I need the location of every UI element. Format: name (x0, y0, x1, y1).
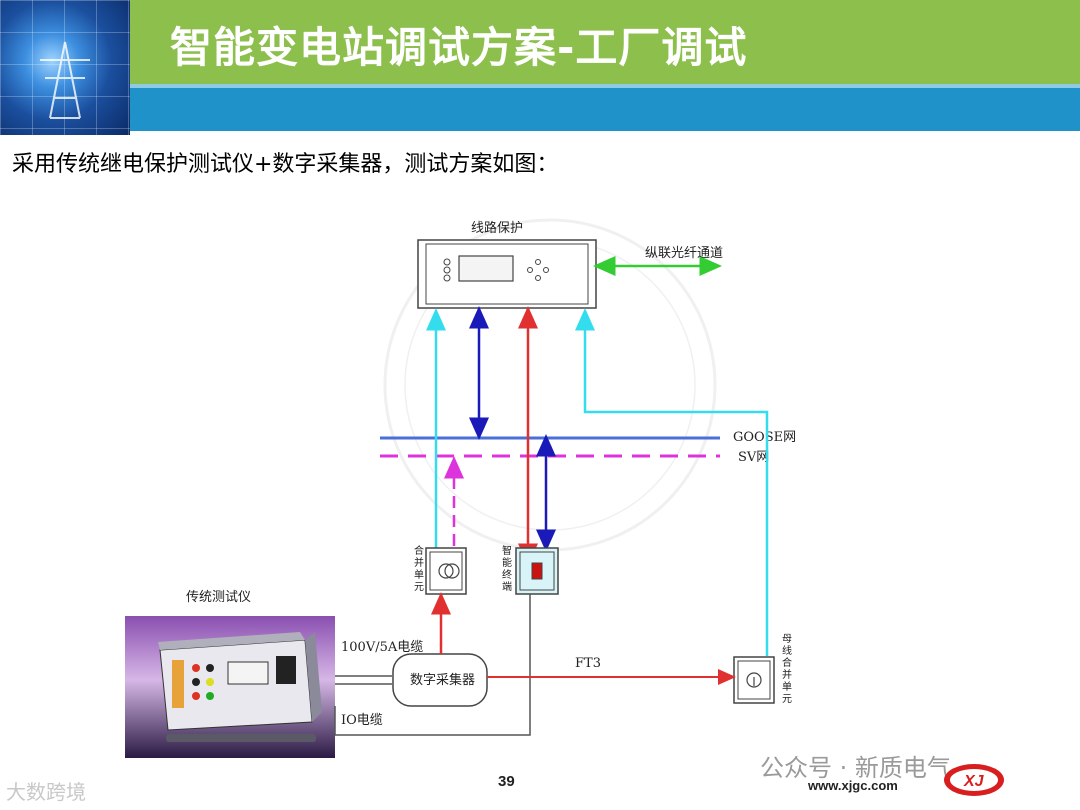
smart-terminal-label-1: 智 (502, 544, 512, 557)
panel-stripe (172, 660, 184, 708)
company-logo-icon: XJ (942, 760, 1006, 800)
sv-network-label: SV网 (738, 450, 769, 465)
bus-merging-unit-label-3: 合 (782, 656, 792, 669)
bus-merging-unit-label-2: 线 (782, 644, 792, 657)
smart-terminal-label-2: 能 (502, 556, 512, 569)
merging-unit-label-2: 并 (414, 556, 424, 569)
merging-unit-device (426, 548, 466, 594)
ft3-label: FT3 (575, 656, 601, 671)
bus-merging-unit-label-1: 母 (782, 633, 792, 645)
smart-terminal-device (516, 548, 558, 594)
bus-merging-unit-to-protection-arrow (585, 318, 767, 656)
watermark-right: 公众号 · 新质电气 (760, 748, 951, 783)
logo-text: XJ (963, 773, 985, 790)
relay-icon (532, 563, 542, 579)
page-number: 39 (498, 773, 515, 790)
goose-network-label: GOOSE网 (733, 430, 796, 445)
device-screen (459, 256, 513, 281)
digital-collector-label: 数字采集器 (410, 672, 475, 688)
smart-terminal-label-3: 终 (502, 568, 512, 581)
smart-terminal-label-4: 端 (502, 580, 512, 593)
merging-unit-label-3: 单 (414, 569, 424, 581)
bus-merging-unit-device (734, 657, 774, 703)
merging-unit-label-1: 合 (414, 544, 424, 557)
fiber-channel-label: 纵联光纤通道 (645, 246, 723, 261)
line-protection-label: 线路保护 (471, 220, 523, 236)
tester-label: 传统测试仪 (186, 590, 251, 605)
terminal-icon (192, 664, 200, 672)
watermark-left: 大数跨境 (6, 776, 86, 805)
traditional-tester-image (125, 616, 335, 758)
cable-io-label: IO电缆 (341, 712, 383, 728)
bus-merging-unit-label-4: 并 (782, 668, 792, 681)
cable-100v-label: 100V/5A电缆 (341, 639, 423, 655)
merging-unit-label-4: 元 (414, 582, 424, 593)
bus-merging-unit-label-6: 元 (782, 694, 792, 705)
bus-merging-unit-label-5: 单 (782, 681, 792, 693)
line-protection-device (418, 240, 596, 308)
